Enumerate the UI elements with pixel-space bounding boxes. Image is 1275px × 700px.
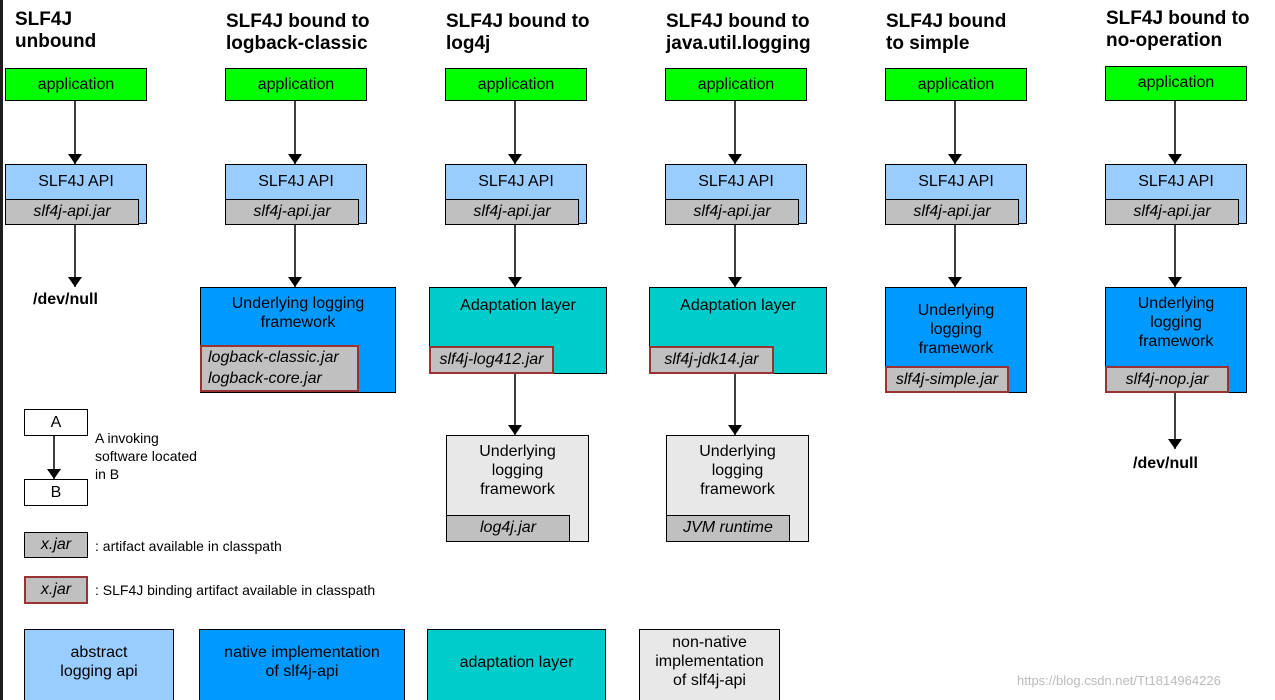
application-box-unbound: application	[5, 68, 147, 101]
devnull-label-unbound: /dev/null	[33, 291, 98, 308]
slf4j-jdk14-jar: slf4j-jdk14.jar	[649, 346, 774, 374]
framework-label-nop: Underlying logging framework	[1137, 295, 1215, 350]
slf4j-api-jar-log4j: slf4j-api.jar	[445, 199, 579, 225]
application-box-jul: application	[665, 68, 807, 101]
slf4j-api-jar-jul: slf4j-api.jar	[665, 199, 799, 225]
title-unbound: SLF4J unbound	[15, 9, 97, 52]
application-box-nop: application	[1105, 66, 1247, 101]
watermark: https://blog.csdn.net/Tt1814964226	[1017, 673, 1221, 688]
adaptation-label-jul: Adaptation layer	[680, 297, 796, 314]
slf4j-api-jar-simple: slf4j-api.jar	[885, 199, 1019, 225]
slf4j-simple-jar: slf4j-simple.jar	[885, 366, 1009, 393]
legend-binding-text: : SLF4J binding artifact available in cl…	[95, 582, 376, 598]
slf4j-api-jar-logback: slf4j-api.jar	[225, 199, 359, 225]
slf4j-api-label: SLF4J API	[258, 173, 334, 190]
legend-invoke-text: A invoking software located in B	[95, 430, 197, 482]
log4j-jar: log4j.jar	[446, 515, 570, 542]
application-box-log4j: application	[445, 68, 587, 101]
logback-core-jar: logback-core.jar	[208, 370, 322, 387]
title-nop: SLF4J bound to no-operation	[1106, 8, 1250, 51]
legend-binding-sample: x.jar	[24, 576, 88, 604]
title-logback: SLF4J bound to logback-classic	[226, 11, 370, 54]
jvm-runtime-jar: JVM runtime	[666, 515, 790, 542]
title-simple: SLF4J bound to simple	[886, 11, 1007, 54]
title-log4j: SLF4J bound to log4j	[446, 11, 590, 54]
legend-native-impl: native implementation of slf4j-api	[199, 629, 405, 700]
logback-binding-jars: logback-classic.jar logback-core.jar	[200, 345, 359, 392]
slf4j-nop-jar: slf4j-nop.jar	[1105, 366, 1229, 393]
logback-classic-jar: logback-classic.jar	[208, 349, 339, 366]
legend-abstract-api-label: abstract logging api	[60, 644, 138, 680]
diagram-canvas: SLF4J unbound application SLF4J API slf4…	[3, 0, 1275, 700]
adaptation-label-log4j: Adaptation layer	[460, 297, 576, 314]
framework-box-nop: Underlying logging framework	[1105, 287, 1247, 393]
arrow-layer	[47, 101, 1182, 479]
legend-abstract-api: abstract logging api	[24, 629, 174, 700]
legend-jar-text: : artifact available in classpath	[95, 538, 282, 554]
legend-box-a: A	[24, 409, 88, 436]
legend-non-native-label: non-native implementation of slf4j-api	[655, 634, 764, 689]
slf4j-api-jar-unbound: slf4j-api.jar	[5, 199, 139, 225]
framework-label-jul: Underlying logging framework	[699, 443, 776, 498]
slf4j-api-label: SLF4J API	[698, 173, 774, 190]
framework-label-simple: Underlying logging framework	[917, 302, 995, 357]
title-jul: SLF4J bound to java.util.logging	[666, 11, 811, 54]
framework-label-logback: Underlying logging framework	[231, 295, 365, 331]
devnull-label-nop: /dev/null	[1133, 455, 1198, 472]
slf4j-api-label: SLF4J API	[38, 173, 114, 190]
legend-adaptation-label: adaptation layer	[459, 654, 574, 671]
framework-label-log4j: Underlying logging framework	[479, 443, 556, 498]
slf4j-api-label: SLF4J API	[918, 173, 994, 190]
legend-jar-sample: x.jar	[24, 532, 88, 558]
application-box-simple: application	[885, 68, 1027, 101]
legend-box-b: B	[24, 479, 88, 506]
legend-native-impl-label: native implementation of slf4j-api	[224, 644, 380, 680]
slf4j-log412-jar: slf4j-log412.jar	[429, 346, 554, 374]
legend-non-native: non-native implementation of slf4j-api	[639, 629, 780, 700]
slf4j-api-label: SLF4J API	[478, 173, 554, 190]
slf4j-api-jar-nop: slf4j-api.jar	[1105, 199, 1239, 225]
slf4j-api-label: SLF4J API	[1138, 173, 1214, 190]
legend-adaptation: adaptation layer	[427, 629, 606, 700]
application-box-logback: application	[225, 68, 367, 101]
